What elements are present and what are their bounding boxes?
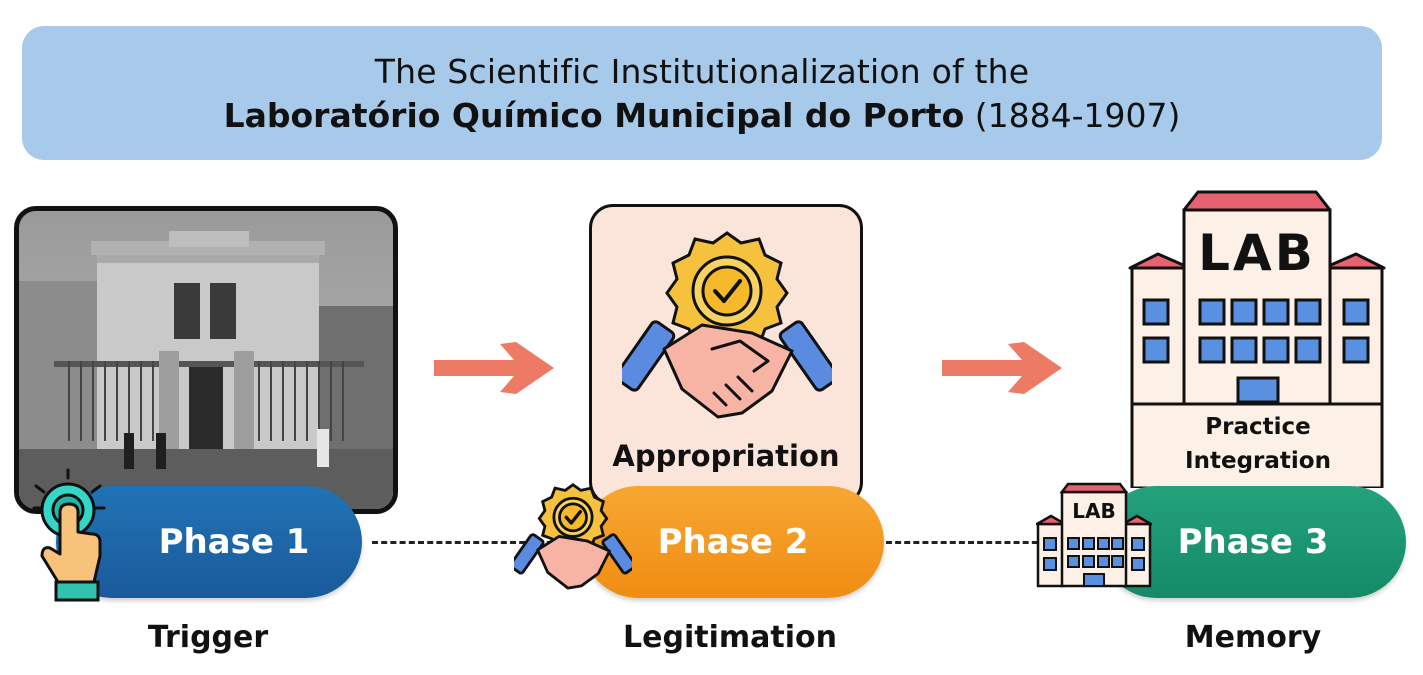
phase-3-label: Phase 3 bbox=[1178, 522, 1329, 562]
title-banner: The Scientific Institutionalization of t… bbox=[22, 26, 1382, 160]
memory-label: Memory bbox=[1148, 620, 1358, 655]
arrow-right-icon bbox=[938, 338, 1072, 398]
connector-line bbox=[886, 541, 1056, 544]
lab-sign: LAB bbox=[1182, 218, 1332, 288]
legitimation-label: Legitimation bbox=[600, 620, 860, 655]
phase-2-label: Phase 2 bbox=[658, 522, 809, 562]
award-handshake-icon bbox=[622, 221, 832, 431]
practice-integration-caption: Practice Integration bbox=[1140, 410, 1376, 478]
title-years: (1884-1907) bbox=[964, 96, 1180, 135]
award-handshake-icon bbox=[514, 478, 632, 596]
title-lab-name: Laboratório Químico Municipal do Porto bbox=[224, 96, 965, 135]
appropriation-title: Appropriation bbox=[592, 439, 860, 473]
title-line-1: The Scientific Institutionalization of t… bbox=[22, 52, 1382, 91]
title-line-2: Laboratório Químico Municipal do Porto (… bbox=[22, 96, 1382, 135]
appropriation-card: Appropriation bbox=[589, 204, 863, 506]
arrow-right-icon bbox=[430, 338, 564, 398]
caption-line-2: Integration bbox=[1140, 444, 1376, 478]
small-lab-sign: LAB bbox=[1062, 494, 1126, 528]
trigger-label: Trigger bbox=[108, 620, 308, 655]
phase-1-label: Phase 1 bbox=[159, 522, 310, 562]
tap-hand-icon bbox=[28, 468, 118, 604]
caption-line-1: Practice bbox=[1140, 410, 1376, 444]
